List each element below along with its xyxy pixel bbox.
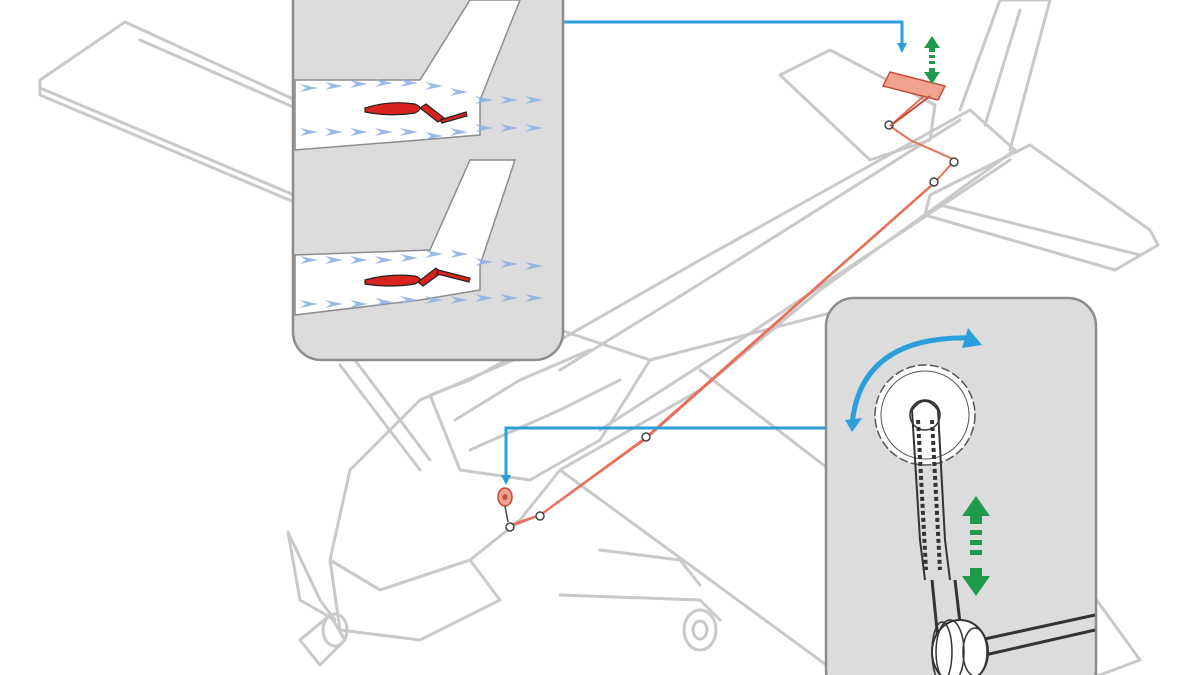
vertical-tail — [958, 0, 1052, 152]
airflow-arrows-upper — [300, 79, 543, 140]
sprocket-wheel — [874, 364, 976, 466]
trim-cable — [505, 94, 959, 532]
rotation-arrow — [849, 335, 973, 426]
airfoil-tab-up — [364, 267, 471, 287]
airplane-outline — [38, 0, 1160, 675]
drive-chain — [911, 400, 951, 581]
landing-gear — [558, 593, 722, 622]
engine-cowling — [328, 558, 502, 642]
propeller — [286, 530, 337, 622]
cable-pulleys — [505, 120, 959, 532]
leader-arrow-wheel — [501, 426, 826, 485]
vertical-motion-arrow — [962, 496, 990, 596]
horizontal-stabilizer — [923, 143, 1160, 272]
trim-wheel — [497, 487, 513, 523]
airflow-callout — [291, 0, 565, 362]
tab-motion-arrow — [924, 36, 940, 84]
trim-wheel-callout — [824, 296, 1098, 675]
pulley-drum — [930, 579, 1096, 675]
airflow-arrows-lower — [300, 250, 543, 308]
airfoil-tab-down — [364, 102, 468, 124]
cabin — [428, 328, 652, 482]
trim-tab — [881, 71, 947, 127]
leader-arrow-tab — [563, 20, 907, 53]
